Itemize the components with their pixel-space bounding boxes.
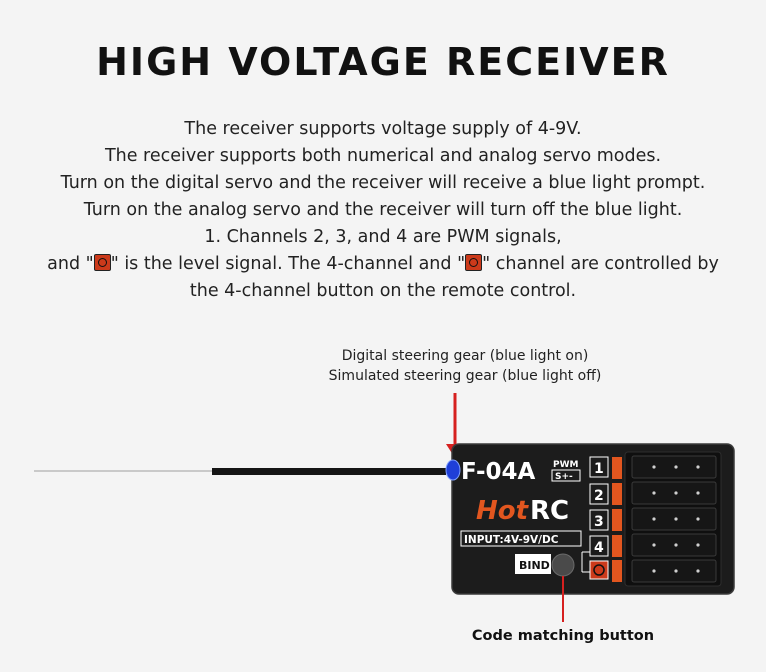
desc-line-7: the 4-channel button on the remote contr… bbox=[189, 281, 577, 301]
channel-label: 4 bbox=[594, 540, 604, 556]
desc-line-6-part-b: " is the level signal. The 4-channel and… bbox=[110, 254, 466, 274]
antenna-cable bbox=[212, 468, 446, 475]
brand-rc: RC bbox=[530, 496, 569, 526]
model-label: F-04A bbox=[461, 459, 536, 485]
desc-line-1: The receiver supports voltage supply of … bbox=[184, 119, 582, 139]
input-spec-box bbox=[460, 530, 582, 547]
bind-label-box bbox=[515, 554, 551, 574]
bind-label: BIND bbox=[519, 559, 550, 572]
brand-hot: Hot bbox=[476, 496, 530, 526]
level-signal-icon bbox=[93, 254, 111, 271]
led-annotation-line-1: Digital steering gear (blue light on) bbox=[341, 348, 589, 364]
led-annotation-line-2: Simulated steering gear (blue light off) bbox=[328, 368, 602, 384]
level-signal-icon bbox=[465, 254, 483, 271]
bind-annotation: Code matching button bbox=[471, 628, 655, 644]
bind-button[interactable] bbox=[551, 553, 575, 577]
header-pins bbox=[652, 465, 700, 573]
input-spec-label: INPUT:4V-9V/DC bbox=[464, 534, 559, 546]
desc-line-4: Turn on the analog servo and the receive… bbox=[83, 200, 683, 220]
channel-label: 3 bbox=[594, 514, 604, 530]
channel-label: 1 bbox=[594, 461, 604, 477]
page-title: HIGH VOLTAGE RECEIVER bbox=[96, 40, 670, 84]
pin-marks-box bbox=[551, 469, 581, 482]
header-slots bbox=[631, 455, 717, 583]
channel-labels: 1 2 3 4 bbox=[581, 456, 609, 580]
description: The receiver supports voltage supply of … bbox=[0, 116, 766, 305]
channel-label: 2 bbox=[594, 488, 604, 504]
led-annotation: Digital steering gear (blue light on) Si… bbox=[0, 346, 766, 386]
desc-line-6-part-a: and " bbox=[47, 254, 94, 274]
pin-marks-label: S+- bbox=[555, 472, 573, 482]
level-signal-icon bbox=[593, 564, 605, 576]
desc-line-5: 1. Channels 2, 3, and 4 are PWM signals, bbox=[204, 227, 562, 247]
channel-strips bbox=[612, 457, 622, 582]
desc-line-3: Turn on the digital servo and the receiv… bbox=[60, 173, 706, 193]
desc-line-6-part-c: " channel are controlled by bbox=[482, 254, 719, 274]
desc-line-2: The receiver supports both numerical and… bbox=[104, 146, 662, 166]
pwm-label: PWM bbox=[553, 460, 579, 470]
status-led bbox=[445, 459, 461, 481]
desc-line-6: and " " is the level signal. The 4-channe… bbox=[0, 251, 766, 278]
